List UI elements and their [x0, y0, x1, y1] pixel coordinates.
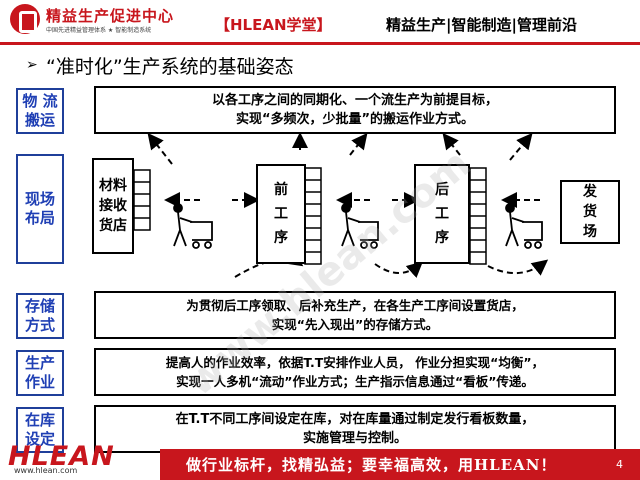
- production-line-2: 实现一人多机“流动”作业方式；生产指示信息通过“看板”传递。: [176, 374, 534, 389]
- logo-subtitle: 中国先进精益管理体系 ★ 智能制造系统: [46, 27, 152, 34]
- logo-title: 精益生产促进中心: [46, 7, 175, 25]
- logo-icon: [10, 4, 40, 34]
- footer-band: [160, 449, 640, 480]
- logistics-line-1: 以各工序之间的同期化、一个流生产为前提目标，: [211, 93, 498, 108]
- text-box-production: 提高人的作业效率，依据T.T安排作业人员， 作业分担实现“均衡”， 实现一人多机…: [94, 348, 616, 396]
- text-box-storage: 为贯彻后工序领取、后补充生产，在各生产工序间设置货店， 实现“先入现出”的存储方…: [94, 291, 616, 339]
- row-label-logistics: 物 流 搬运: [16, 88, 64, 134]
- logistics-line-2: 实现“多频次，少批量”的搬运作业方式。: [235, 112, 475, 127]
- storage-line-2: 实现“先入现出”的存储方式。: [271, 317, 439, 332]
- inventory-line-2: 实施管理与控制。: [302, 431, 407, 446]
- worker-cart-icon: [505, 203, 543, 249]
- prev-process-box: 前工序: [256, 164, 306, 264]
- header-tagline: 精益生产|智能制造|管理前沿: [386, 16, 577, 34]
- row-label-storage: 存储 方式: [16, 293, 64, 339]
- worker-cart-icon: [341, 203, 379, 249]
- page-number: 4: [616, 458, 623, 471]
- row-label-layout: 现场 布局: [16, 154, 64, 264]
- next-shelf-icon: [469, 167, 487, 265]
- row-label-inventory: 在库 设定: [16, 407, 64, 453]
- row-label-production: 生产 作业: [16, 350, 64, 396]
- worker-cart-icon: [173, 203, 213, 249]
- slide-title: “准时化”生产系统的基础姿态: [46, 56, 294, 78]
- next-process-label: 后工序: [435, 182, 449, 246]
- text-box-inventory: 在T.T不同工序间设定在库，对在库量通过制定发行看板数量， 实施管理与控制。: [94, 405, 616, 453]
- header-divider: [0, 42, 640, 45]
- footer-slogan: 做行业标杆，找精弘益；要幸福高效，用HLEAN！: [186, 456, 557, 474]
- footer-url: www.hlean.com: [14, 466, 78, 475]
- material-store-label: 材料接收货店: [99, 178, 127, 234]
- inventory-line-1: 在T.T不同工序间设定在库，对在库量通过制定发行看板数量，: [175, 412, 535, 427]
- text-box-logistics: 以各工序之间的同期化、一个流生产为前提目标， 实现“多频次，少批量”的搬运作业方…: [94, 86, 616, 134]
- shipping-area-box: 发货场: [560, 180, 620, 244]
- material-store-box: 材料接收货店: [92, 158, 134, 254]
- storage-line-1: 为贯彻后工序领取、后补充生产，在各生产工序间设置货店，: [186, 298, 524, 313]
- bullet-arrow-icon: ➢: [26, 57, 38, 73]
- next-process-box: 后工序: [414, 164, 470, 264]
- store-shelf-icon: [133, 169, 151, 231]
- shipping-area-label: 发货场: [583, 184, 597, 240]
- footer-logo: HLEAN: [8, 441, 115, 472]
- production-line-1: 提高人的作业效率，依据T.T安排作业人员， 作业分担实现“均衡”，: [165, 355, 545, 370]
- brand-label: 【HLEAN学堂】: [215, 16, 332, 34]
- prev-process-label: 前工序: [274, 182, 288, 246]
- header-bar: [0, 0, 640, 42]
